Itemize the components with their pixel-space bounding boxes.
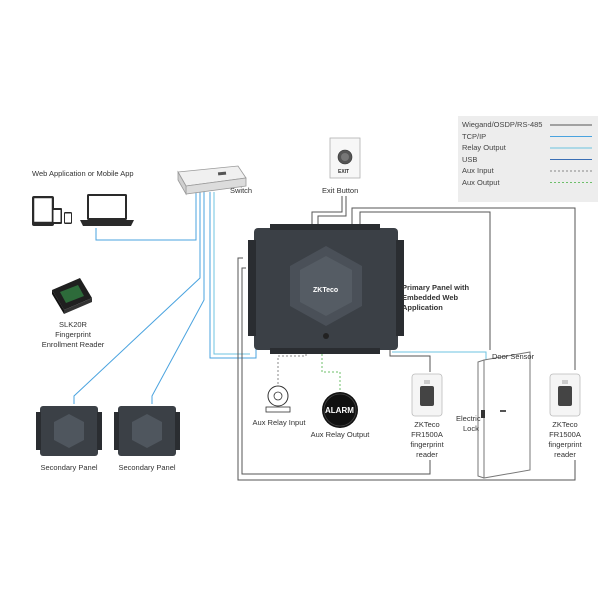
secondary-panel-a-label: Secondary Panel (40, 463, 98, 472)
fingerprint-reader-right-icon (549, 373, 581, 417)
reader-left-label-3: fingerprint (410, 440, 444, 449)
legend-label-5: Aux Output (462, 177, 500, 187)
reader-left-label-2: FR1500A (411, 430, 443, 439)
primary-panel-label-3: Application (402, 303, 443, 312)
reader-right-label-2: FR1500A (549, 430, 581, 439)
phone-icon (64, 212, 72, 224)
monitor-icon (32, 196, 54, 226)
reader-right-label-4: reader (554, 450, 576, 459)
exit-button-line (311, 196, 343, 226)
electric-lock-label-2: Lock (463, 424, 479, 433)
tcpip-line-secondary-b (151, 192, 205, 404)
laptop-icon (80, 194, 134, 226)
switch-label: Switch (230, 186, 253, 195)
brand-logo: ZKTeco (313, 287, 339, 294)
legend-swatches (550, 124, 592, 183)
exit-button-icon (329, 137, 361, 179)
primary-panel-icon (248, 224, 404, 354)
reader-left-label-4: reader (416, 450, 438, 459)
door-icon (477, 351, 531, 479)
secondary-panel-b-icon (114, 406, 180, 456)
primary-panel-label-2: Embedded Web (402, 293, 459, 302)
legend-label-2: Relay Output (462, 143, 506, 152)
aux-input-line (277, 350, 307, 384)
secondary-panel-a-icon (36, 406, 102, 456)
tcpip-line-laptop (95, 192, 197, 241)
legend-label-1: TCP/IP (462, 131, 487, 141)
tablet-icon (52, 208, 62, 224)
relay-line-switch (213, 192, 250, 355)
reader-right-label-1: ZKTeco (552, 420, 578, 429)
alarm-icon (322, 392, 358, 428)
legend-label-0: Wiegand/OSDP/RS-485 (462, 120, 543, 129)
fingerprint-enrollment-reader-icon (52, 278, 92, 314)
reader-left-label-1: ZKTeco (414, 420, 440, 429)
legend-label-3: USB (462, 154, 478, 164)
electric-lock-label-1: Electric (456, 414, 481, 423)
web-app-label: Web Application or Mobile App (32, 169, 134, 178)
switch-icon (177, 165, 247, 196)
aux-relay-output-label: Aux Relay Output (310, 430, 370, 439)
slk-label-1: SLK20R (59, 320, 87, 329)
wiegand-line-right-reader (351, 207, 576, 370)
exit-button-label: Exit Button (322, 186, 359, 195)
bell-icon (265, 385, 291, 413)
primary-panel-label-1: Primary Panel with (402, 283, 470, 292)
secondary-panel-b-label: Secondary Panel (118, 463, 176, 472)
slk-label-3: Enrollment Reader (41, 340, 105, 349)
reader-right-label-3: fingerprint (548, 440, 582, 449)
tcpip-line-secondary-a (73, 192, 201, 404)
aux-relay-input-label: Aux Relay Input (252, 418, 306, 427)
wiegand-line-left-reader (389, 348, 431, 372)
exit-text: EXIT (338, 169, 350, 175)
legend-label-4: Aux Input (462, 166, 494, 175)
door-sensor-label: Door Sensor (492, 352, 535, 361)
slk-label-2: Fingerprint (55, 330, 91, 339)
alarm-text: ALARM (325, 406, 354, 415)
fingerprint-reader-left-icon (411, 373, 443, 417)
aux-output-line (321, 350, 341, 390)
